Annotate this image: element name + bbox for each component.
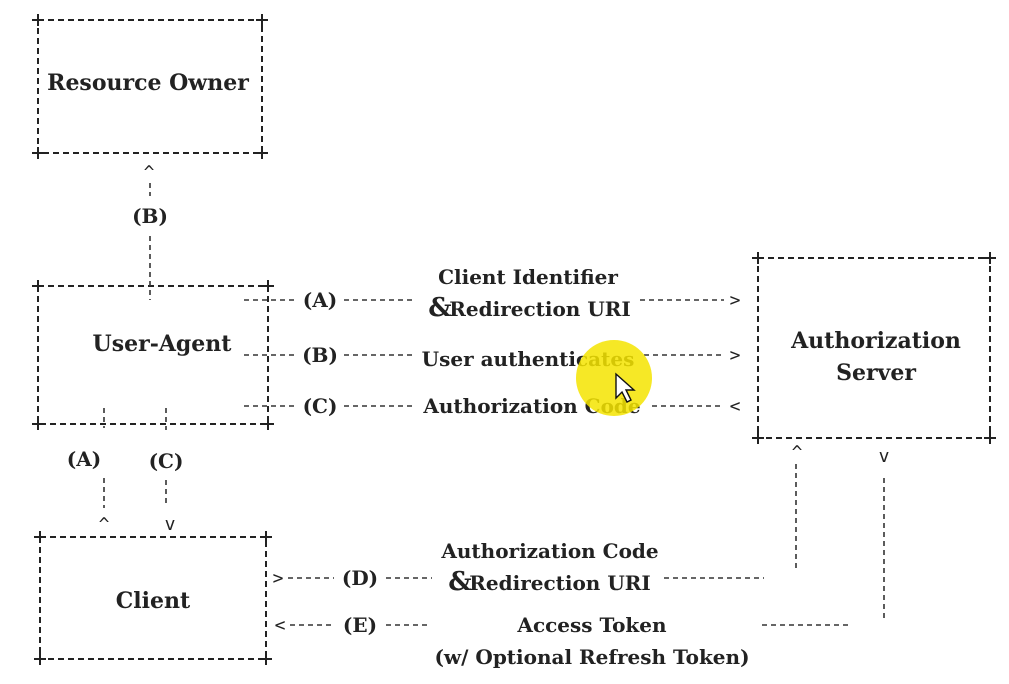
- label-b-top: (B): [132, 204, 168, 228]
- right-arrow-icon: >: [730, 345, 741, 366]
- authorization-server-label-line1: Authorization: [790, 328, 961, 354]
- up-arrow-icon: ^: [99, 514, 110, 535]
- message-a-ampersand: &: [428, 293, 451, 323]
- server-client-verticals: ^ v: [792, 442, 890, 618]
- flow-e-row: < (E) Access Token (w/ Optional Refresh …: [275, 613, 852, 669]
- label-a-ua: (A): [303, 288, 337, 312]
- user-agent-box: User-Agent: [32, 280, 274, 430]
- flow-ac-vertical: (A) ^ (C) v: [67, 408, 184, 535]
- label-d: (D): [342, 566, 378, 590]
- client-label: Client: [116, 588, 191, 614]
- authorization-server-box: Authorization Server: [752, 252, 996, 444]
- message-d-line2: Redirection URI: [469, 571, 650, 595]
- mouse-cursor: [576, 340, 652, 416]
- resource-owner-label: Resource Owner: [47, 70, 249, 96]
- label-c-left: (C): [149, 449, 184, 473]
- label-c-ua: (C): [303, 394, 338, 418]
- up-arrow-icon: ^: [792, 442, 803, 463]
- user-agent-label: User-Agent: [93, 331, 233, 357]
- down-arrow-icon: v: [879, 446, 890, 467]
- label-b-ua: (B): [302, 343, 338, 367]
- left-arrow-icon: <: [730, 396, 741, 417]
- flow-b-row: (B) User authenticates >: [244, 343, 741, 371]
- cursor-highlight: [576, 340, 652, 416]
- label-e: (E): [343, 613, 377, 637]
- up-arrow-icon: ^: [144, 162, 155, 183]
- label-a-left: (A): [67, 447, 101, 471]
- client-box: Client: [34, 531, 272, 665]
- message-a-line2: Redirection URI: [449, 297, 630, 321]
- right-arrow-icon: >: [730, 290, 741, 311]
- flow-c-row: (C) Authorization Code <: [244, 394, 741, 418]
- flow-d-row: > (D) Authorization Code & Redirection U…: [273, 539, 764, 597]
- mouse-pointer-icon: [615, 372, 636, 403]
- down-arrow-icon: v: [165, 514, 176, 535]
- message-e-line1: Access Token: [516, 613, 667, 637]
- resource-owner-box: Resource Owner: [32, 14, 268, 159]
- message-d-line1: Authorization Code: [440, 539, 658, 563]
- message-e-line2: (w/ Optional Refresh Token): [434, 645, 749, 669]
- flow-a-row: (A) Client Identifier & Redirection URI …: [244, 265, 741, 323]
- authorization-server-label-line2: Server: [836, 360, 916, 386]
- right-arrow-icon: >: [273, 568, 284, 589]
- message-a-line1: Client Identifier: [438, 265, 618, 289]
- left-arrow-icon: <: [275, 615, 286, 636]
- flow-b-vertical: ^ (B): [132, 162, 168, 300]
- message-d-ampersand: &: [448, 567, 471, 597]
